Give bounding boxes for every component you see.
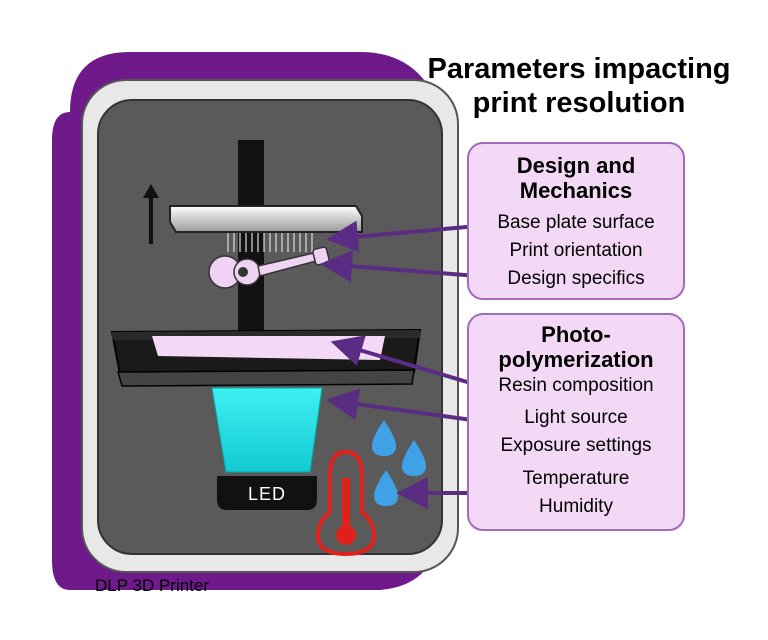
title-line-2: print resolution (472, 87, 686, 119)
param-base-plate-surface: Base plate surface (497, 212, 655, 233)
param-temperature: Temperature (522, 468, 630, 489)
led-module (217, 476, 317, 510)
support-structures (227, 233, 313, 252)
build-plate (169, 205, 363, 233)
resin-layer (152, 336, 385, 360)
panel-heading-line-2: polymerization (498, 347, 654, 372)
param-resin-composition: Resin composition (498, 375, 654, 396)
param-exposure-settings: Exposure settings (500, 435, 652, 456)
photopolymerization-panel: Photo- polymerization Resin composition … (467, 313, 685, 531)
printer-caption: DLP 3D Printer (95, 576, 210, 595)
water-drops-icon (372, 420, 426, 506)
z-axis-rod (238, 140, 264, 335)
panel-heading-line-1: Photo- (541, 322, 611, 347)
panel-heading-line-2: Mechanics (519, 178, 633, 203)
up-arrow-head (143, 184, 159, 198)
param-humidity: Humidity (539, 496, 613, 517)
title-line-1: Parameters impacting (427, 53, 731, 85)
param-design-specifics: Design specifics (507, 268, 645, 289)
ukulele-print (208, 246, 330, 289)
diagram-title: Parameters impacting print resolution (400, 52, 758, 120)
thermometer-icon (315, 449, 377, 557)
panel-heading-line-1: Design and (516, 153, 636, 178)
led-label: LED (247, 484, 286, 504)
param-light-source: Light source (524, 407, 628, 428)
light-beam (211, 387, 323, 473)
design-mechanics-panel: Design and Mechanics Base plate surface … (467, 142, 685, 300)
param-print-orientation: Print orientation (509, 240, 643, 261)
vat-base (117, 369, 415, 387)
